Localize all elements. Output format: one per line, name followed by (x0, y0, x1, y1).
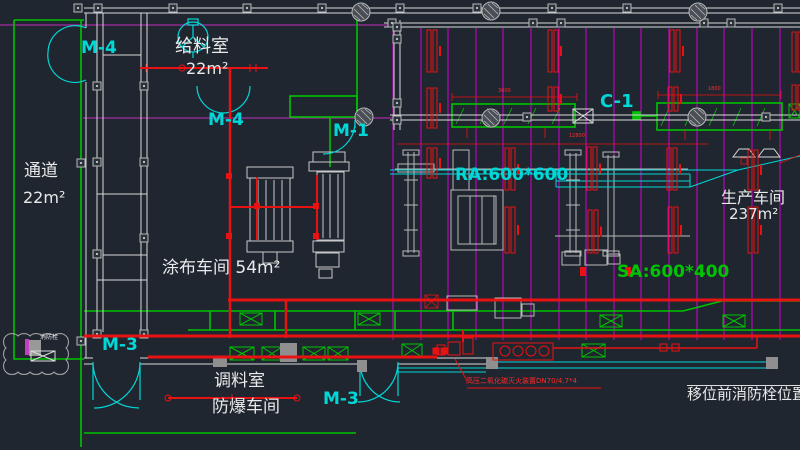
duct-label-ra: RA:600*600 (455, 165, 569, 185)
door-arc (47, 51, 87, 84)
door-arc (92, 361, 140, 409)
door-label-m4-top: M-4 (81, 38, 117, 58)
co2-cylinder-group (432, 337, 680, 361)
door-arc (322, 120, 356, 155)
dimension-text-c: 12800 (569, 133, 585, 139)
room-area-feed: 22m² (186, 59, 229, 78)
door-arc (93, 361, 141, 409)
door-arc (222, 85, 251, 114)
door-label-m3-right: M-3 (323, 389, 359, 409)
door-label-m3-left: M-3 (102, 335, 138, 355)
hydrant-box-icon (30, 350, 56, 362)
duct-label-sa: SA:600*400 (617, 262, 730, 282)
fire-piping (84, 64, 800, 402)
dimension-text-a: 3600 (498, 88, 511, 94)
duct-label-c1: C-1 (600, 91, 634, 112)
door-label-m4-mid: M-4 (208, 110, 244, 130)
green-walls-and-ducts (13, 10, 800, 447)
room-label-explosion: 防爆车间 (212, 397, 280, 417)
note-co2-system: 高压二氧化碳灭火装置DN70/4.7*4 (466, 377, 577, 385)
dimension-text-b: 1800 (708, 86, 721, 92)
return-air-duct (390, 155, 800, 188)
revision-cloud (3, 333, 69, 375)
room-area-corridor: 22m² (23, 188, 66, 207)
door-arc (47, 25, 87, 53)
door-label-m1: M-1 (333, 121, 369, 141)
room-label-coating: 涂布车间 54m² (162, 258, 281, 278)
red-duct-symbols (426, 29, 800, 254)
mixing-room-pipe (164, 394, 301, 402)
room-label-feed: 给料室 (175, 36, 229, 57)
structural-columns (351, 1, 708, 128)
co2-leader-line (454, 358, 601, 389)
note-hydrant-relocation: 移位前消防栓位置 (687, 385, 800, 403)
room-label-production: 生产车间 (721, 188, 786, 207)
door-arc (196, 85, 224, 114)
room-label-mixing: 调料室 (214, 371, 265, 391)
room-area-production: 237m² (729, 205, 779, 223)
production-machines (395, 149, 690, 319)
doors-and-cyan-ducts (47, 18, 800, 409)
dimension-lines (397, 91, 800, 309)
exhaust-fan-icon (177, 18, 209, 58)
room-label-corridor: 通道 (24, 161, 58, 181)
label-hydrant: 消防栓 (40, 334, 59, 341)
